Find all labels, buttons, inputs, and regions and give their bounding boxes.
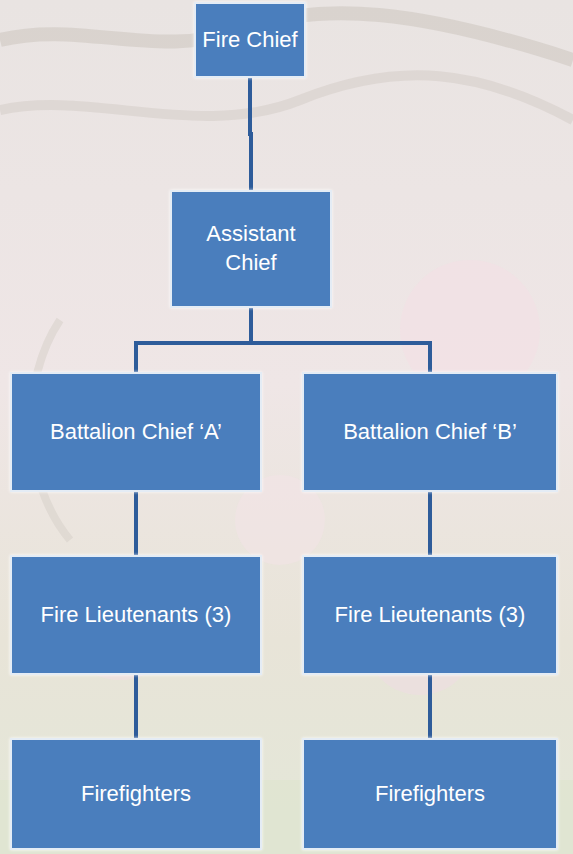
org-connector [250, 78, 251, 190]
box-label: Firefighters [375, 780, 485, 809]
org-box: Firefighters [302, 738, 558, 850]
box-label: Battalion Chief ‘A’ [50, 418, 222, 447]
org-box: Battalion Chief ‘B’ [302, 372, 558, 492]
org-connector [134, 492, 138, 555]
box-label: Battalion Chief ‘B’ [343, 418, 517, 447]
org-box: Assistant Chief [170, 190, 332, 308]
org-box: Firefighters [10, 738, 262, 850]
org-connector [428, 492, 432, 555]
org-connector [428, 675, 432, 738]
box-label: Firefighters [81, 780, 191, 809]
org-connector [251, 308, 430, 372]
box-label: Fire Lieutenants (3) [41, 601, 232, 630]
org-connector [136, 308, 251, 372]
box-label: Fire Lieutenants (3) [335, 601, 526, 630]
org-box: Battalion Chief ‘A’ [10, 372, 262, 492]
org-box: Fire Lieutenants (3) [302, 555, 558, 675]
org-box: Fire Lieutenants (3) [10, 555, 262, 675]
box-label: Fire Chief [202, 26, 297, 55]
org-connector [134, 675, 138, 738]
box-label: Assistant Chief [178, 220, 324, 277]
org-box: Fire Chief [194, 2, 306, 78]
